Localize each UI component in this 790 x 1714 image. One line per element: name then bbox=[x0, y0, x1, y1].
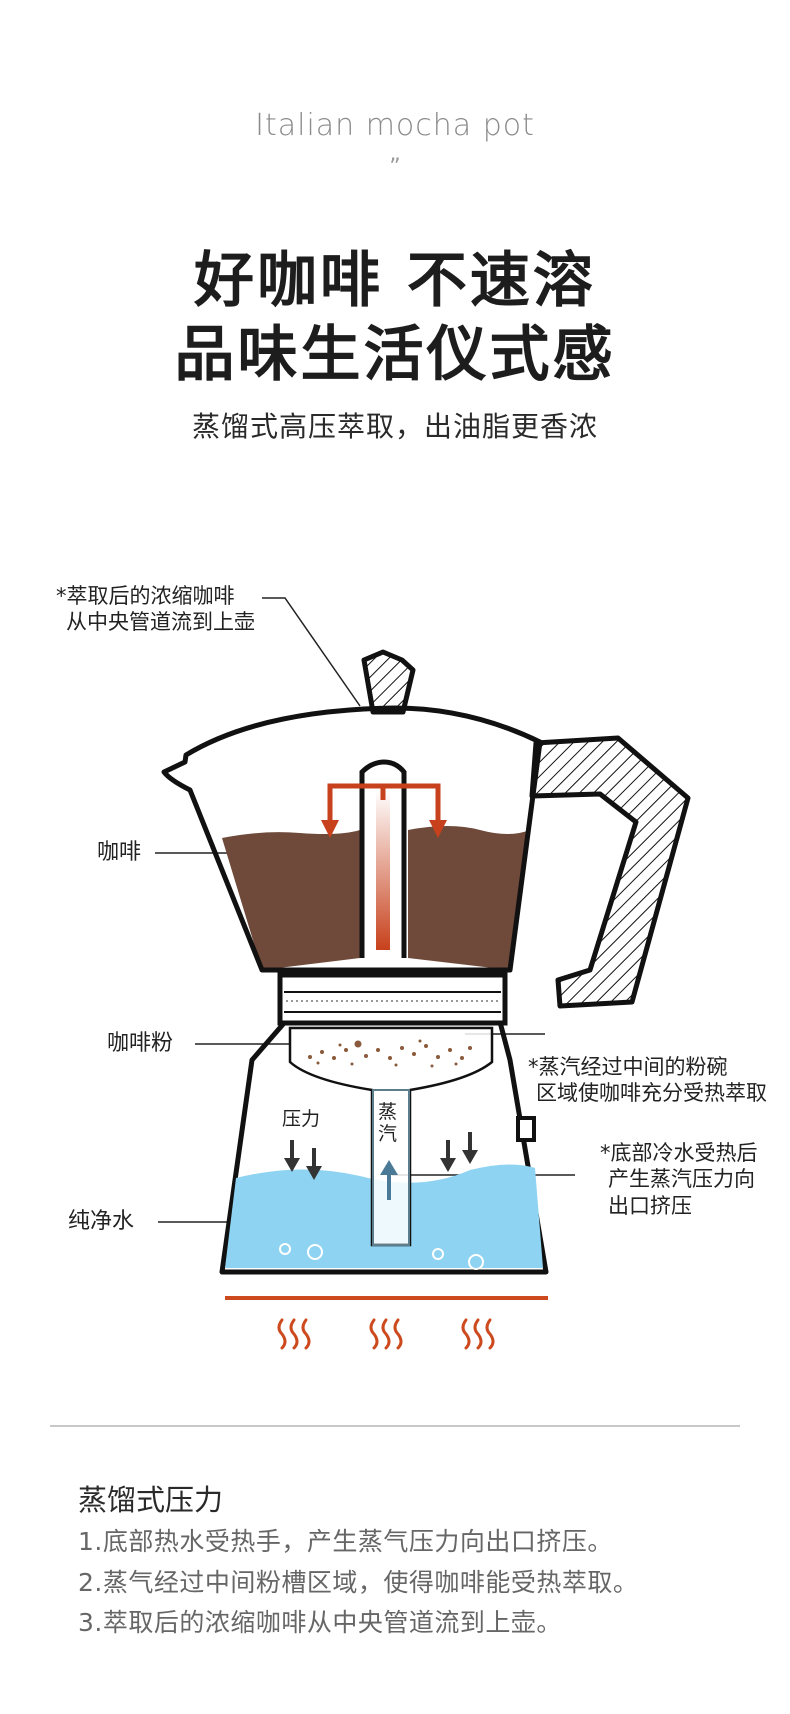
water-bubbles bbox=[279, 1243, 484, 1270]
safety-valve bbox=[516, 1116, 536, 1142]
annotation-steam-through-line-2: 区域使咖啡充分受热萃取 bbox=[536, 1081, 767, 1106]
section-divider bbox=[50, 1425, 740, 1427]
annotation-steam-char-1: 蒸 bbox=[378, 1101, 398, 1123]
annotation-pure-water: 纯净水 bbox=[68, 1209, 135, 1234]
steps-title: 蒸馏式压力 bbox=[78, 1483, 224, 1517]
heat-waves bbox=[277, 1318, 495, 1350]
step-item-1: 1.底部热水受热手，产生蒸气压力向出口挤压。 bbox=[78, 1527, 613, 1556]
lower-chamber-outline bbox=[219, 1020, 549, 1275]
pressure-arrows bbox=[284, 1132, 478, 1180]
annotation-pressure: 压力 bbox=[282, 1108, 321, 1130]
annotation-extraction-line-1: *萃取后的浓缩咖啡 bbox=[56, 584, 235, 608]
quote-mark: ” bbox=[389, 155, 401, 180]
annotation-steam-through: *蒸汽经过中间的粉碗 区域使咖啡充分受热萃取 bbox=[528, 1054, 767, 1107]
annotation-extraction-line-2: 从中央管道流到上壶 bbox=[66, 610, 255, 635]
subtitle: 蒸馏式高压萃取，出油脂更香浓 bbox=[191, 410, 598, 443]
annotation-bottom-water-line-3: 出口挤压 bbox=[608, 1193, 692, 1218]
annotation-coffee: 咖啡 bbox=[97, 840, 142, 865]
lid-knob bbox=[361, 649, 416, 715]
handle-shape bbox=[529, 735, 691, 1009]
annotation-coffee-powder: 咖啡粉 bbox=[107, 1031, 174, 1056]
coffee-liquid bbox=[222, 830, 360, 970]
title-line-2: 品味生活仪式感 bbox=[174, 320, 616, 390]
step-item-2: 2.蒸气经过中间粉槽区域，使得咖啡能受热萃取。 bbox=[78, 1568, 639, 1597]
steam-tube bbox=[372, 1089, 410, 1246]
middle-collar bbox=[277, 972, 508, 1026]
title-line-1: 好咖啡 不速溶 bbox=[194, 246, 596, 316]
annotation-bottom-water: *底部冷水受热后 产生蒸汽压力向 出口挤压 bbox=[600, 1140, 758, 1219]
coffee-grounds bbox=[308, 1039, 472, 1068]
annotation-bottom-water-line-1: *底部冷水受热后 bbox=[600, 1141, 758, 1165]
annotation-extraction: *萃取后的浓缩咖啡 从中央管道流到上壶 bbox=[56, 583, 255, 636]
annotation-steam-through-line-1: *蒸汽经过中间的粉碗 bbox=[528, 1055, 728, 1079]
step-item-3: 3.萃取后的浓缩咖啡从中央管道流到上壶。 bbox=[78, 1608, 562, 1637]
annotation-steam-char-2: 汽 bbox=[378, 1122, 398, 1145]
eyebrow-text: Italian mocha pot bbox=[255, 108, 535, 143]
annotation-bottom-water-line-2: 产生蒸汽压力向 bbox=[608, 1167, 755, 1192]
upper-chamber-outline bbox=[161, 705, 543, 973]
annotation-steam: 蒸 汽 bbox=[378, 1101, 398, 1146]
coffee-flow-arrows bbox=[327, 783, 441, 825]
moka-pot-diagram bbox=[155, 597, 691, 1350]
